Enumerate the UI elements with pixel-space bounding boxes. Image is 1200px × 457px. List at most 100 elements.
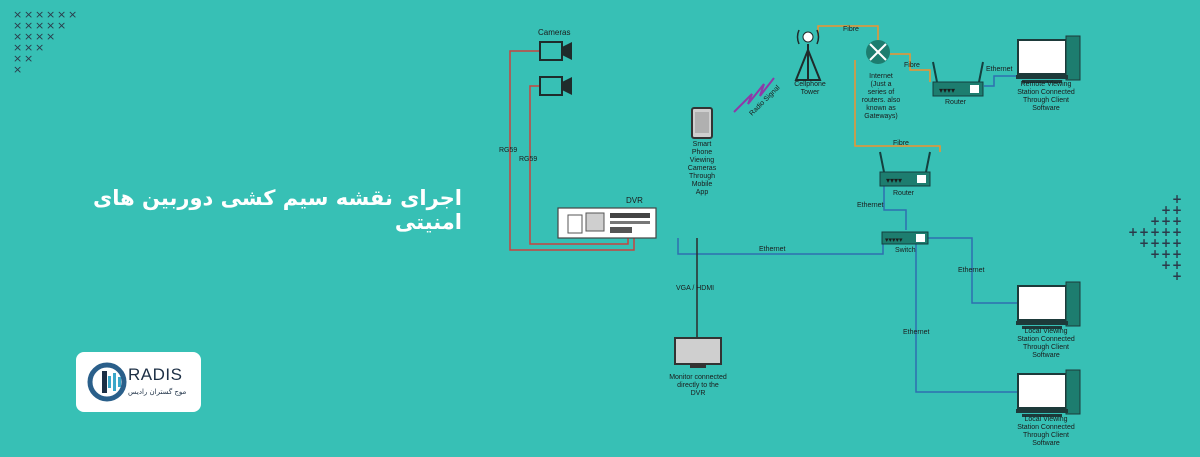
x-mark-icon: ×: [13, 19, 23, 32]
label-line: Viewing: [690, 157, 714, 164]
ethernet-local-1-label: Ethernet: [958, 267, 985, 274]
x-mark-icon: ×: [57, 8, 67, 21]
x-mark-icon: ×: [68, 8, 78, 21]
camera-1-icon: [539, 41, 572, 61]
switch-label: Switch: [895, 247, 916, 254]
plus-mark-icon: +: [1161, 258, 1172, 272]
x-mark-icon: ×: [24, 19, 34, 32]
plus-mark-icon: +: [1139, 225, 1150, 239]
label-line: Software: [1032, 352, 1060, 359]
label-line: Remote Viewing: [1021, 81, 1072, 88]
logo-mark-icon: [87, 362, 127, 402]
ethernet-switch-local1: [928, 237, 1018, 304]
x-mark-icon: ×: [24, 30, 34, 43]
x-mark-icon: ×: [13, 30, 23, 43]
x-mark-icon: ×: [13, 52, 23, 65]
ethernet-switch-local2: [915, 243, 1018, 393]
radis-logo[interactable]: RADIS موج گستران رادیس: [76, 352, 201, 412]
rg59-cable-1: [509, 50, 635, 251]
label-line: Smart: [693, 141, 712, 148]
plus-mark-icon: +: [1161, 214, 1172, 228]
label-line: App: [696, 189, 709, 196]
x-mark-icon: ×: [46, 8, 56, 21]
label-line: (Just a: [870, 81, 891, 88]
label-line: series of: [868, 89, 895, 96]
fibre-top-label: Fibre: [843, 26, 859, 33]
plus-mark-icon: +: [1172, 203, 1183, 217]
switch-icon: ▾▾▾▾▾: [881, 231, 929, 245]
label-line: Through Client: [1023, 432, 1069, 439]
x-mark-icon: ×: [24, 8, 34, 21]
label-line: Mobile: [692, 181, 713, 188]
label-line: Through Client: [1023, 97, 1069, 104]
ethernet-dvr-switch: [677, 238, 884, 255]
plus-mark-icon: +: [1172, 258, 1183, 272]
label-line: Local Viewing: [1024, 328, 1067, 335]
label-line: Cellphone: [794, 81, 826, 88]
radio-signal-icon: [733, 77, 775, 113]
label-line: Gateways): [864, 113, 897, 120]
ethernet-router-switch-label: Ethernet: [857, 202, 884, 209]
plus-mark-icon: +: [1139, 236, 1150, 250]
plus-mark-icon: +: [1161, 247, 1172, 261]
label-line: Internet: [869, 73, 893, 80]
x-mark-icon: ×: [13, 8, 23, 21]
x-mark-icon: ×: [13, 41, 23, 54]
plus-mark-icon: +: [1172, 247, 1183, 261]
plus-mark-icon: +: [1172, 192, 1183, 206]
label-line: known as: [866, 105, 896, 112]
plus-mark-icon: +: [1172, 214, 1183, 228]
rg59-cable-2: [529, 85, 629, 245]
ethernet-router-switch: [883, 186, 907, 230]
vga-label: VGA / HDMI: [676, 285, 714, 292]
plus-mark-icon: +: [1161, 203, 1172, 217]
label-line: Software: [1032, 440, 1060, 447]
svg-text:▾▾▾▾▾: ▾▾▾▾▾: [885, 237, 903, 244]
local-pc-1-icon: [1015, 281, 1081, 330]
fibre-mid-label: Fibre: [893, 140, 909, 147]
ethernet-top-label: Ethernet: [986, 66, 1013, 73]
cellphone-tower-icon: [794, 29, 822, 81]
label-line: Software: [1032, 105, 1060, 112]
ethernet-dvr-switch-label: Ethernet: [759, 246, 786, 253]
label-line: DVR: [691, 390, 706, 397]
plus-mark-icon: +: [1172, 236, 1183, 250]
logo-subtitle: موج گستران رادیس: [128, 388, 187, 396]
plus-mark-icon: +: [1150, 225, 1161, 239]
plus-mark-icon: +: [1128, 225, 1139, 239]
rg59-label-b: RG59: [519, 156, 537, 163]
local-pc-2-icon: [1015, 369, 1081, 418]
label-line: routers. also: [862, 97, 901, 104]
plus-mark-icon: +: [1161, 236, 1172, 250]
cameras-label: Cameras: [538, 28, 570, 37]
label-line: Through: [689, 173, 715, 180]
label-line: Through Client: [1023, 344, 1069, 351]
x-mark-icon: ×: [24, 52, 34, 65]
label-line: Station Connected: [1017, 89, 1075, 96]
label-line: Local Viewing: [1024, 416, 1067, 423]
rg59-label-a: RG59: [499, 147, 517, 154]
x-mark-icon: ×: [35, 8, 45, 21]
ethernet-local-2-label: Ethernet: [903, 329, 930, 336]
x-mark-icon: ×: [35, 41, 45, 54]
page-title: اجرای نقشه سیم کشی دوربین های امنیتی: [93, 186, 462, 234]
label-line: Station Connected: [1017, 336, 1075, 343]
ethernet-router-remote: [984, 75, 1018, 87]
fibre-right-label: Fibre: [904, 62, 920, 69]
x-mark-icon: ×: [24, 41, 34, 54]
label-line: Phone: [692, 149, 712, 156]
router-top-icon: [932, 61, 984, 97]
label-line: Monitor connected: [669, 374, 727, 381]
remote-pc-icon: [1015, 35, 1081, 84]
plus-mark-icon: +: [1161, 225, 1172, 239]
plus-mark-icon: +: [1150, 247, 1161, 261]
x-mark-icon: ×: [35, 19, 45, 32]
fibre-internet-router: [890, 53, 931, 82]
x-mark-icon: ×: [57, 19, 67, 32]
